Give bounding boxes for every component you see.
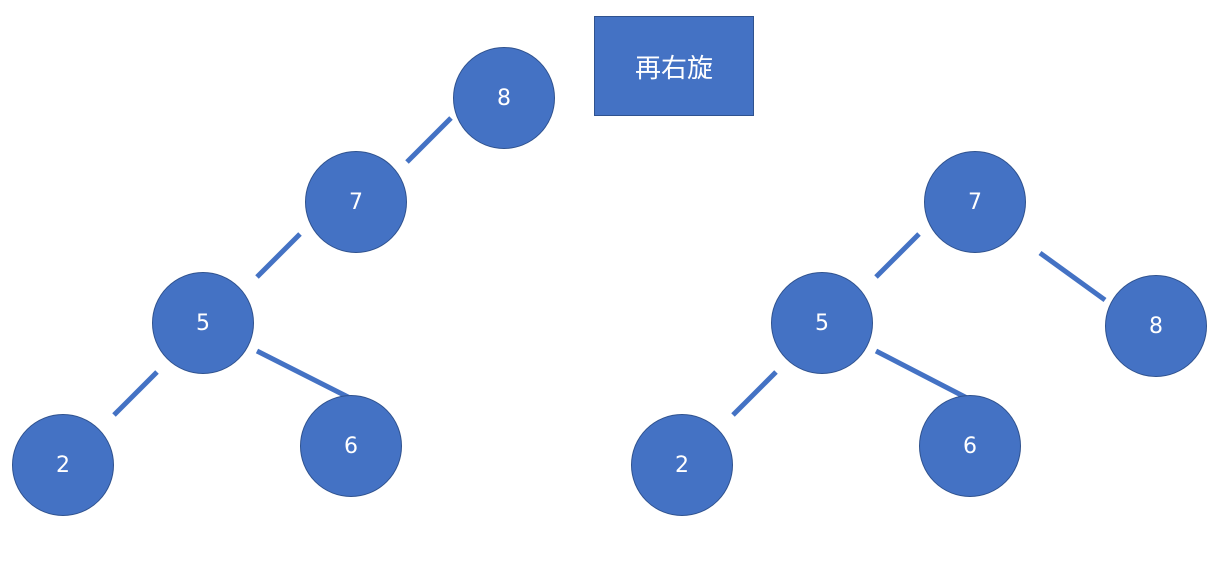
right-node-6: 6 bbox=[919, 395, 1021, 497]
left-edge-5-2 bbox=[112, 370, 159, 417]
left-node-8: 8 bbox=[453, 47, 555, 149]
right-edge-5-2 bbox=[731, 370, 778, 417]
right-node-7: 7 bbox=[924, 151, 1026, 253]
left-edge-5-6 bbox=[255, 348, 352, 401]
rotate-right-label: 再右旋 bbox=[594, 16, 754, 116]
right-node-2: 2 bbox=[631, 414, 733, 516]
right-node-5: 5 bbox=[771, 272, 873, 374]
left-node-5: 5 bbox=[152, 272, 254, 374]
right-edge-5-6 bbox=[874, 348, 969, 401]
right-edge-7-5 bbox=[874, 232, 921, 279]
left-node-2: 2 bbox=[12, 414, 114, 516]
left-node-6: 6 bbox=[300, 395, 402, 497]
left-edge-8-7 bbox=[405, 116, 453, 164]
left-node-7: 7 bbox=[305, 151, 407, 253]
left-edge-7-5 bbox=[255, 232, 302, 279]
right-node-8: 8 bbox=[1105, 275, 1207, 377]
right-edge-7-8 bbox=[1038, 250, 1107, 303]
